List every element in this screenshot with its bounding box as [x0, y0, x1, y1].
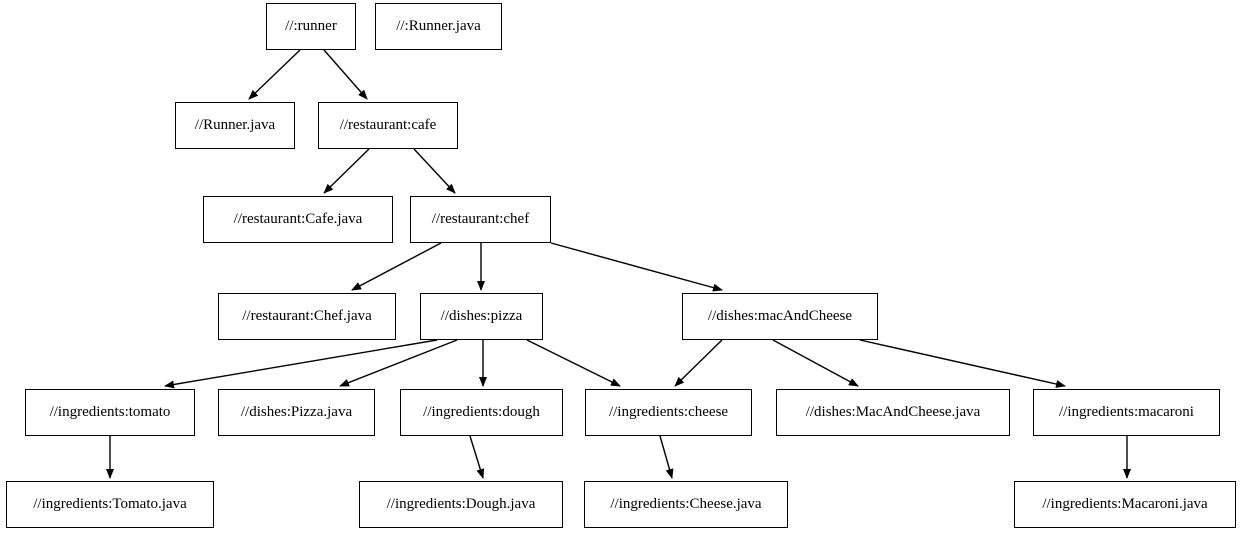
graph-node-label: //restaurant:cafe [339, 117, 437, 133]
graph-edge [413, 148, 456, 194]
graph-node-macandcheese_java[interactable]: //dishes:MacAndCheese.java [776, 389, 1010, 436]
graph-node-label: //ingredients:tomato [49, 404, 171, 420]
graph-node-runner[interactable]: //:runner [266, 3, 356, 50]
graph-node-label: //dishes:MacAndCheese.java [805, 404, 981, 420]
graph-node-label: //ingredients:Cheese.java [610, 496, 762, 512]
graph-edge [550, 242, 723, 292]
graph-edge [339, 339, 458, 387]
graph-node-label: //ingredients:Dough.java [386, 496, 536, 512]
graph-node-label: //restaurant:chef [431, 211, 530, 227]
graph-node-label: //ingredients:macaroni [1059, 404, 1194, 420]
graph-edge [164, 339, 438, 389]
graph-edge [674, 339, 723, 387]
graph-edge [323, 49, 368, 100]
graph-node-label: //restaurant:Cafe.java [233, 211, 363, 227]
graph-node-label: //:runner [285, 18, 337, 34]
graph-node-label: //Runner.java [194, 117, 276, 133]
graph-node-cheese_java[interactable]: //ingredients:Cheese.java [584, 481, 788, 528]
graph-node-pizza[interactable]: //dishes:pizza [420, 293, 543, 340]
graph-node-label: //restaurant:Chef.java [242, 308, 372, 324]
graph-edge [469, 435, 485, 479]
graph-edge [659, 435, 674, 479]
graph-node-label: //:Runner.java [396, 18, 481, 34]
graph-node-label: //dishes:pizza [440, 308, 523, 324]
graph-node-macandcheese[interactable]: //dishes:macAndCheese [682, 293, 878, 340]
graph-node-root_runner_java[interactable]: //:Runner.java [375, 3, 502, 50]
graph-node-cheese[interactable]: //ingredients:cheese [585, 389, 752, 436]
graph-edge [323, 148, 370, 194]
graph-node-macaroni[interactable]: //ingredients:macaroni [1033, 389, 1220, 436]
graph-node-label: //ingredients:Macaroni.java [1042, 496, 1208, 512]
graph-edge [351, 242, 442, 291]
graph-node-tomato_java[interactable]: //ingredients:Tomato.java [6, 481, 214, 528]
graph-node-cafe[interactable]: //restaurant:cafe [318, 102, 458, 149]
graph-node-pizza_java[interactable]: //dishes:Pizza.java [218, 389, 375, 436]
graph-node-dough_java[interactable]: //ingredients:Dough.java [359, 481, 563, 528]
graph-edge [772, 339, 859, 387]
graph-node-chef[interactable]: //restaurant:chef [410, 196, 551, 243]
graph-edge [248, 49, 301, 100]
graph-node-label: //ingredients:cheese [608, 404, 729, 420]
graph-node-label: //ingredients:Tomato.java [33, 496, 187, 512]
graph-node-cafe_java[interactable]: //restaurant:Cafe.java [203, 196, 393, 243]
graph-edge [859, 339, 1066, 388]
graph-node-chef_java[interactable]: //restaurant:Chef.java [218, 293, 396, 340]
graph-edge [526, 339, 621, 387]
graph-node-label: //ingredients:dough [423, 404, 540, 420]
graph-node-tomato[interactable]: //ingredients:tomato [25, 389, 195, 436]
graph-node-dough[interactable]: //ingredients:dough [400, 389, 563, 436]
graph-node-label: //dishes:macAndCheese [707, 308, 853, 324]
graph-node-label: //dishes:Pizza.java [240, 404, 353, 420]
graph-node-macaroni_java[interactable]: //ingredients:Macaroni.java [1014, 481, 1236, 528]
graph-node-runner_java[interactable]: //Runner.java [175, 102, 295, 149]
